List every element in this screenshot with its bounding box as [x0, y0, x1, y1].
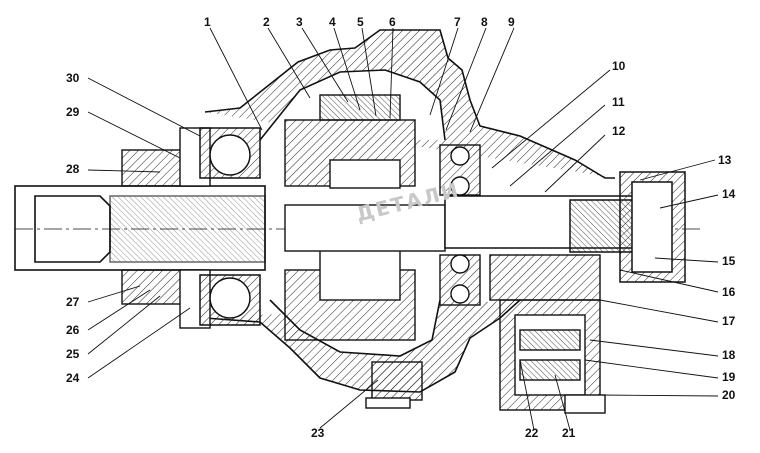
- callout-15: 15: [722, 254, 736, 268]
- middle-bearings: [439, 144, 481, 306]
- callout-18: 18: [722, 348, 736, 362]
- callout-1: 1: [204, 15, 211, 29]
- output-shaft: [444, 171, 686, 283]
- callout-19: 19: [722, 370, 736, 384]
- callout-29: 29: [66, 105, 80, 119]
- drain-plug: [365, 361, 423, 409]
- callout-7: 7: [454, 15, 461, 29]
- callout-2: 2: [263, 15, 270, 29]
- callout-21: 21: [562, 426, 576, 440]
- callout-16: 16: [722, 285, 736, 299]
- callout-10: 10: [612, 59, 626, 73]
- callout-13: 13: [718, 153, 732, 167]
- callout-24: 24: [66, 371, 80, 385]
- callout-17: 17: [722, 314, 736, 328]
- callout-12: 12: [612, 124, 626, 138]
- callout-4: 4: [329, 15, 336, 29]
- callout-11: 11: [612, 95, 625, 109]
- leader-lines: [87, 27, 719, 431]
- callout-23: 23: [311, 426, 325, 440]
- callout-22: 22: [525, 426, 539, 440]
- callout-14: 14: [722, 187, 736, 201]
- left-bearings: [199, 127, 261, 326]
- callout-20: 20: [722, 388, 736, 402]
- gear-stack: [284, 94, 446, 341]
- callout-25: 25: [66, 347, 80, 361]
- pump-assembly: [489, 254, 606, 414]
- callout-6: 6: [389, 15, 396, 29]
- callout-5: 5: [357, 15, 364, 29]
- callout-26: 26: [66, 323, 80, 337]
- callout-27: 27: [66, 295, 80, 309]
- callout-30: 30: [66, 71, 80, 85]
- callout-3: 3: [296, 15, 303, 29]
- callout-28: 28: [66, 162, 80, 176]
- callout-9: 9: [508, 15, 515, 29]
- callout-8: 8: [481, 15, 488, 29]
